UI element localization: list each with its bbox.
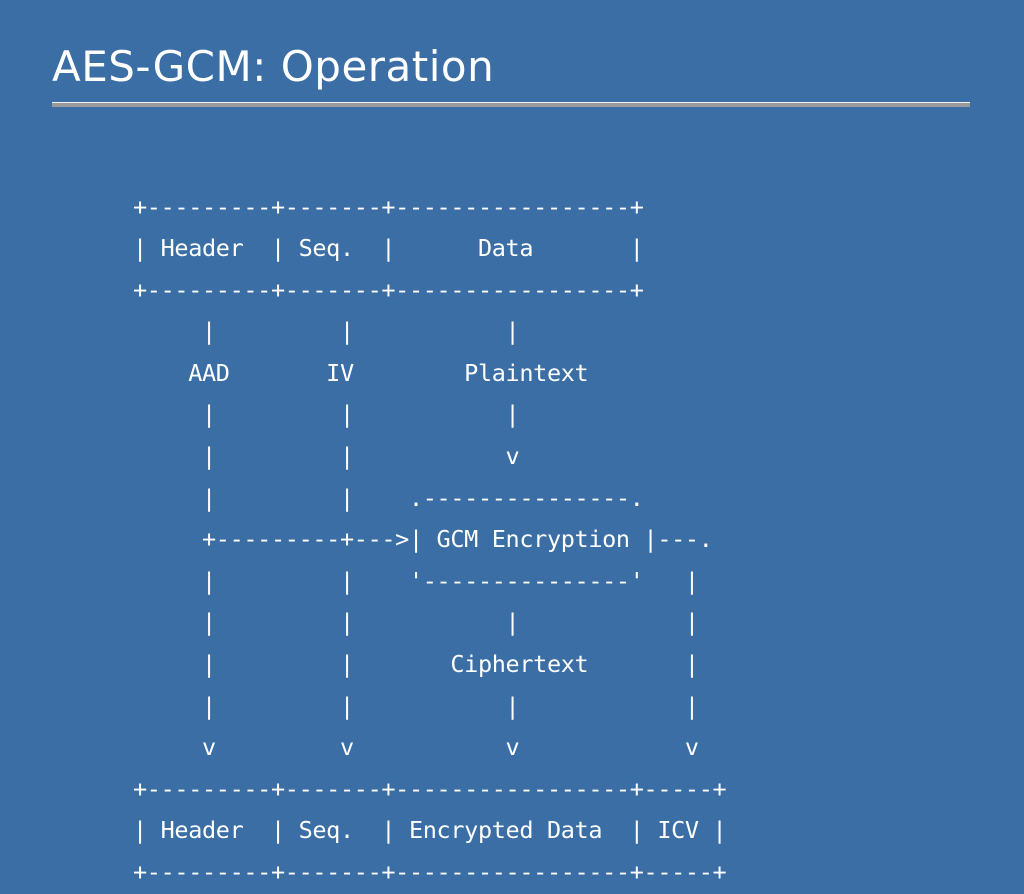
title-underline-rule [52,102,970,107]
aes-gcm-operation-diagram: +---------+-------+-----------------+ | … [133,192,727,887]
slide-canvas: AES-GCM: Operation +---------+-------+--… [52,38,972,886]
title-block: AES-GCM: Operation [52,38,972,107]
page-title: AES-GCM: Operation [52,42,495,91]
